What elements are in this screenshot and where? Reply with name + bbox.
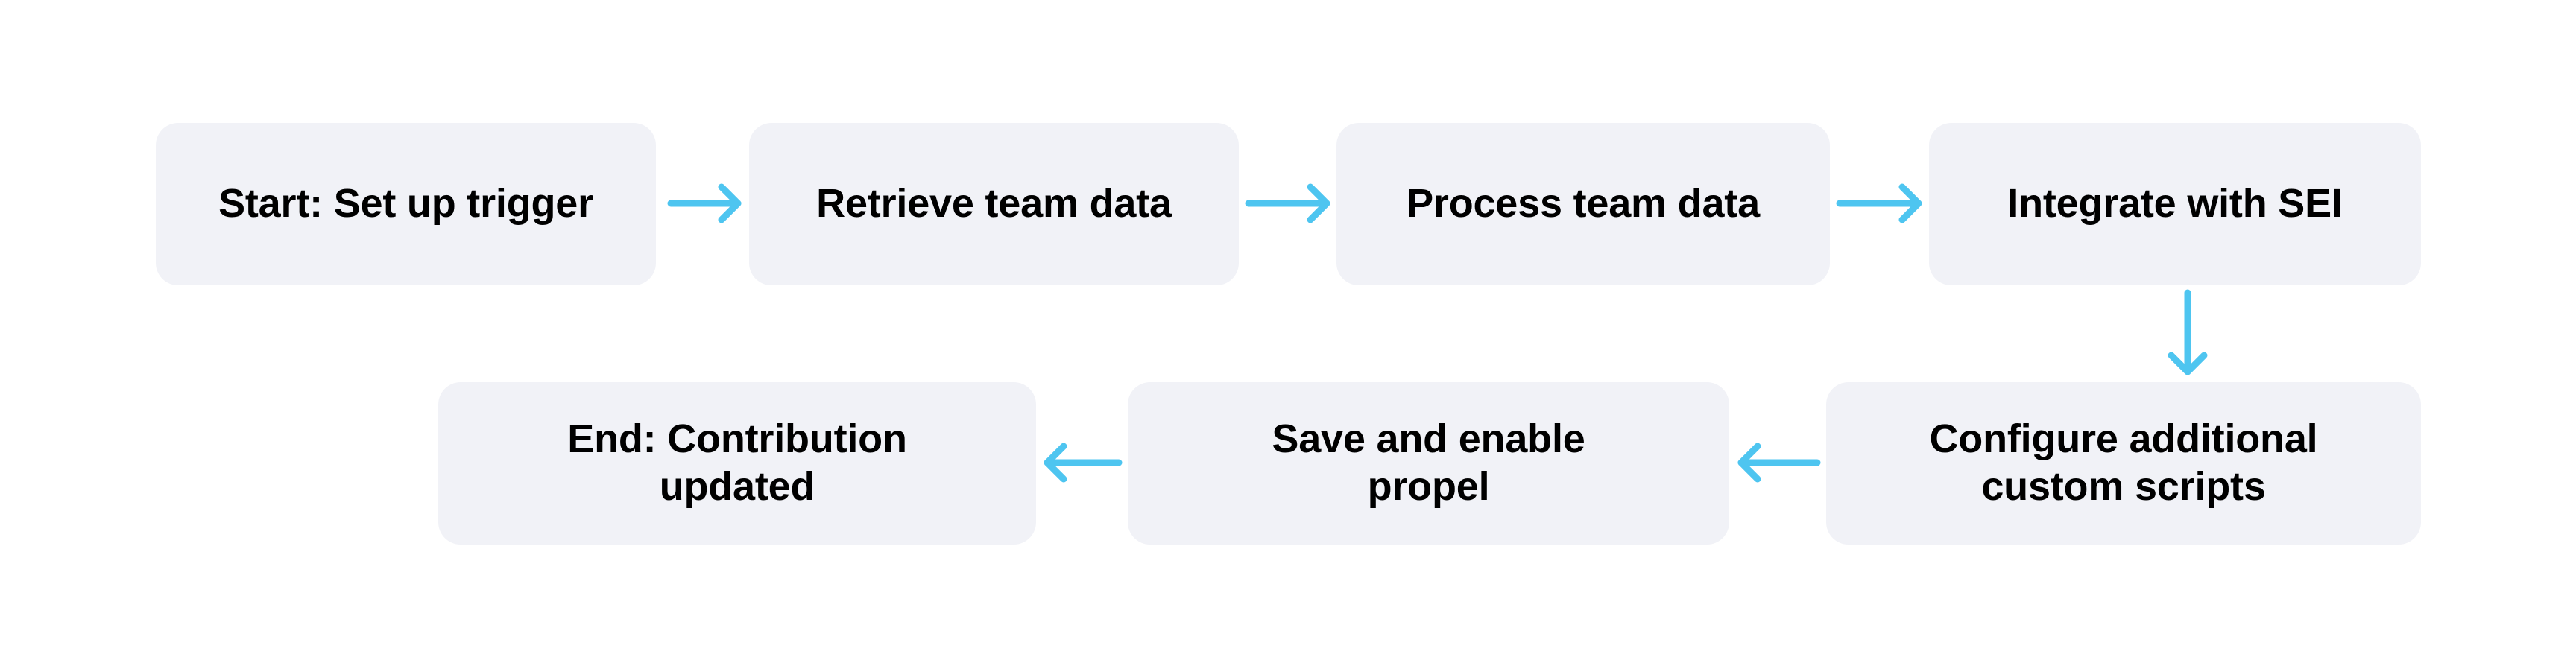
- node-label-end: End: Contribution updated: [567, 416, 907, 509]
- arrow-process-to-integrate: [1836, 183, 1922, 223]
- node-label-integrate: Integrate with SEI: [2007, 181, 2343, 226]
- node-label-process: Process team data: [1407, 181, 1760, 226]
- arrow-start-to-retrieve: [667, 183, 742, 223]
- arrow-retrieve-to-process: [1245, 183, 1330, 223]
- arrow-save-to-end: [1044, 443, 1123, 483]
- node-label-save: Save and enable propel: [1272, 416, 1585, 509]
- node-label-start: Start: Set up trigger: [218, 181, 593, 226]
- node-end[interactable]: End: Contribution updated: [438, 382, 1036, 545]
- node-label-retrieve: Retrieve team data: [816, 181, 1172, 226]
- node-retrieve[interactable]: Retrieve team data: [749, 123, 1239, 285]
- node-save[interactable]: Save and enable propel: [1128, 382, 1729, 545]
- arrow-configure-to-save: [1737, 443, 1821, 483]
- arrow-integrate-to-configure: [2168, 289, 2208, 375]
- node-integrate[interactable]: Integrate with SEI: [1929, 123, 2421, 285]
- node-process[interactable]: Process team data: [1336, 123, 1830, 285]
- node-configure[interactable]: Configure additional custom scripts: [1826, 382, 2421, 545]
- node-start[interactable]: Start: Set up trigger: [156, 123, 656, 285]
- node-label-configure: Configure additional custom scripts: [1929, 416, 2318, 509]
